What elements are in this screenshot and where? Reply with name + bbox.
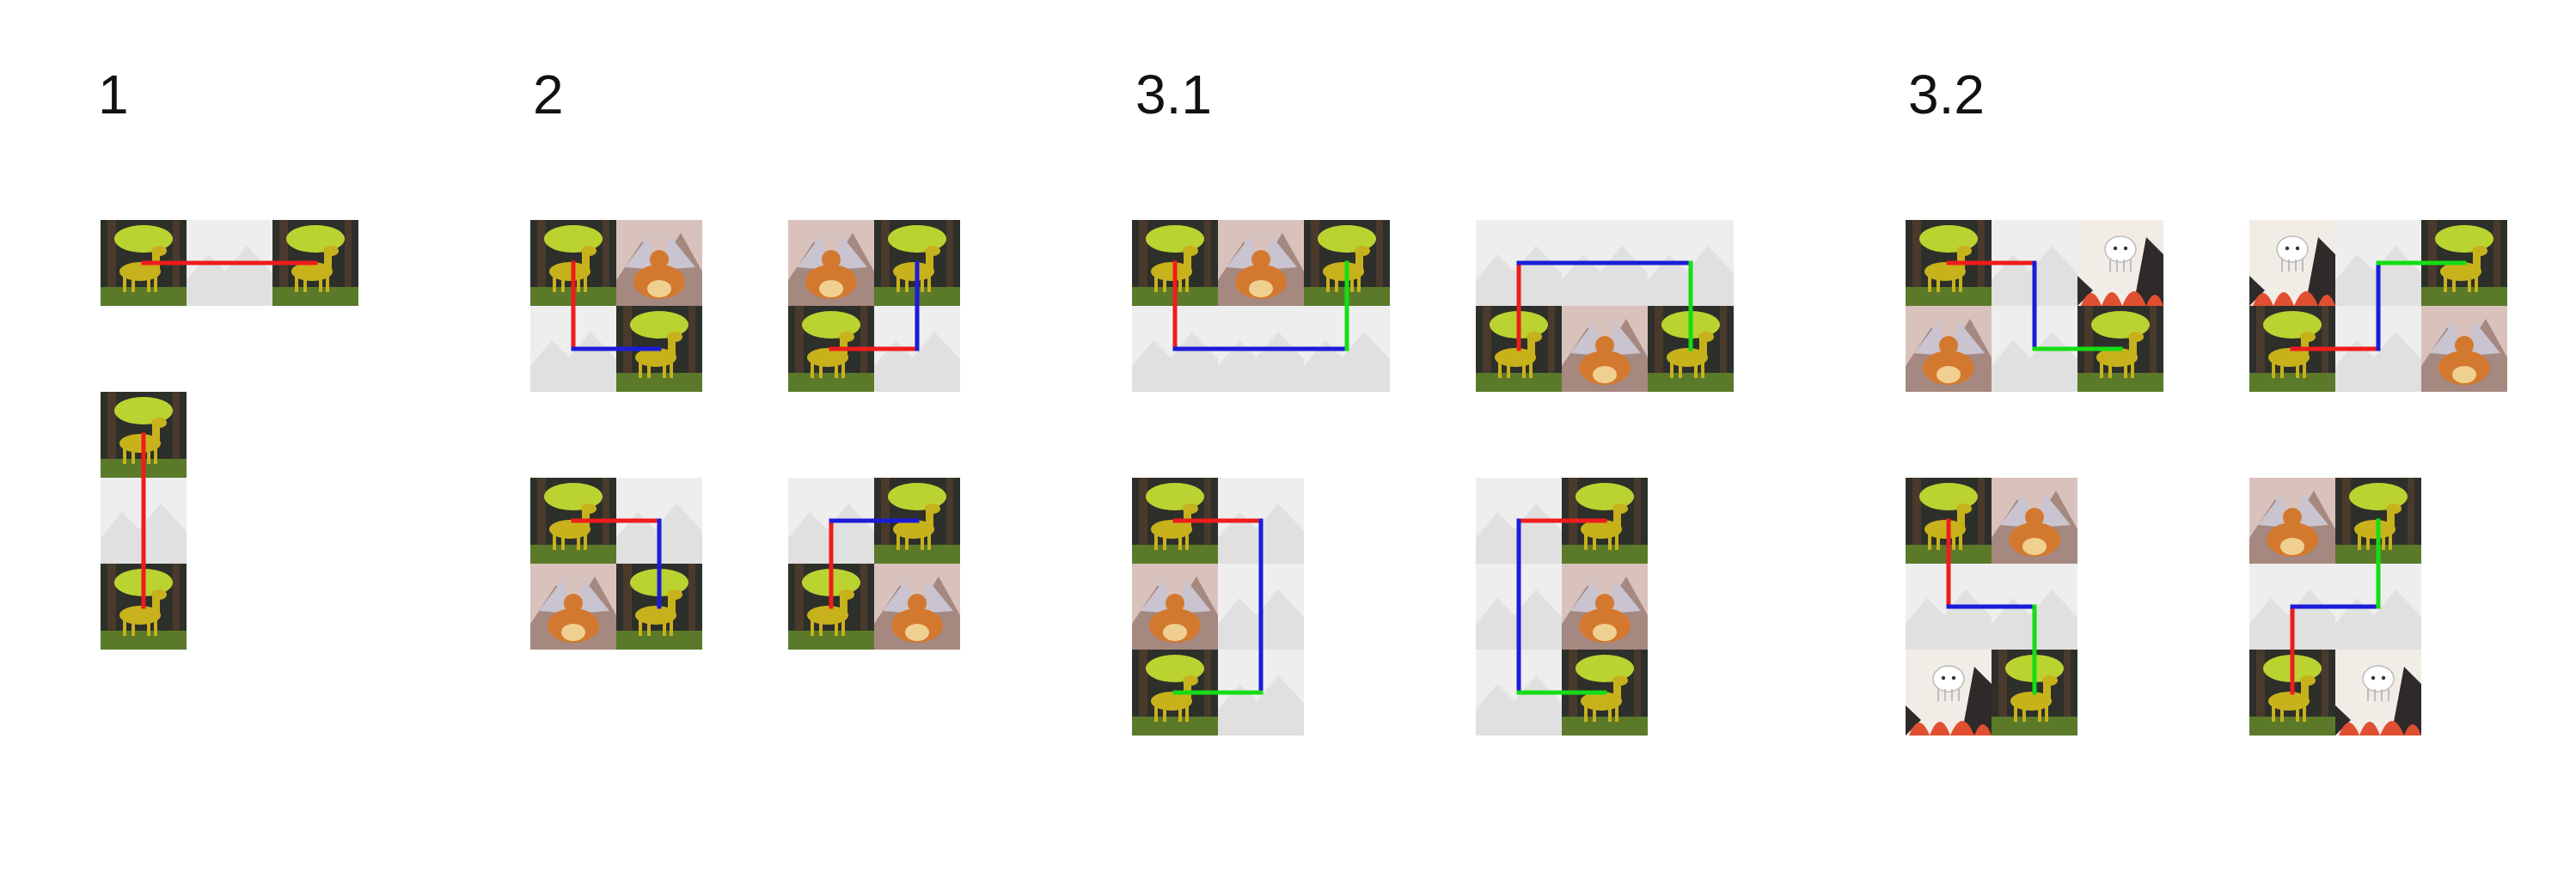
deer-tile: [1304, 220, 1390, 306]
dragon-tile: [1562, 564, 1648, 650]
tile-grid-2d: [788, 478, 960, 650]
tile-grid-32d: [2249, 478, 2421, 736]
dragon-tile: [1992, 478, 2077, 564]
section-label-2: 2: [533, 64, 564, 125]
jellyfish-tile: [2335, 650, 2421, 736]
dragon-tile: [788, 220, 874, 306]
section-label-3-2: 3.2: [1908, 64, 1985, 125]
dragon-tile: [874, 564, 960, 650]
jellyfish-tile: [2249, 220, 2335, 306]
tile-grid-32c: [1906, 478, 2077, 736]
jellyfish-tile: [2077, 220, 2163, 306]
section-label-3-1: 3.1: [1135, 64, 1212, 125]
tile-grid-2b: [788, 220, 960, 392]
jellyfish-tile: [1906, 650, 1992, 736]
dragon-tile: [2421, 306, 2507, 392]
tile-grid-2c: [530, 478, 702, 650]
dragon-tile: [1218, 220, 1304, 306]
tile-grid-2a: [530, 220, 702, 392]
tile-grid-32b: [2249, 220, 2507, 392]
tile-grid-31a: [1132, 220, 1390, 392]
dragon-tile: [1906, 306, 1992, 392]
tile-grid-31b: [1476, 220, 1734, 392]
dragon-tile: [616, 220, 702, 306]
tile-grid-31d: [1476, 478, 1648, 736]
tile-grid-31c: [1132, 478, 1304, 736]
dragon-tile: [530, 564, 616, 650]
dragon-tile: [1132, 564, 1218, 650]
tile-grid-1a: [101, 220, 358, 306]
section-label-1: 1: [98, 64, 129, 125]
tile-grid-1b: [101, 392, 187, 650]
tile-grid-32a: [1906, 220, 2163, 392]
deer-tile: [101, 392, 187, 478]
dragon-tile: [2249, 478, 2335, 564]
dragon-tile: [1562, 306, 1648, 392]
